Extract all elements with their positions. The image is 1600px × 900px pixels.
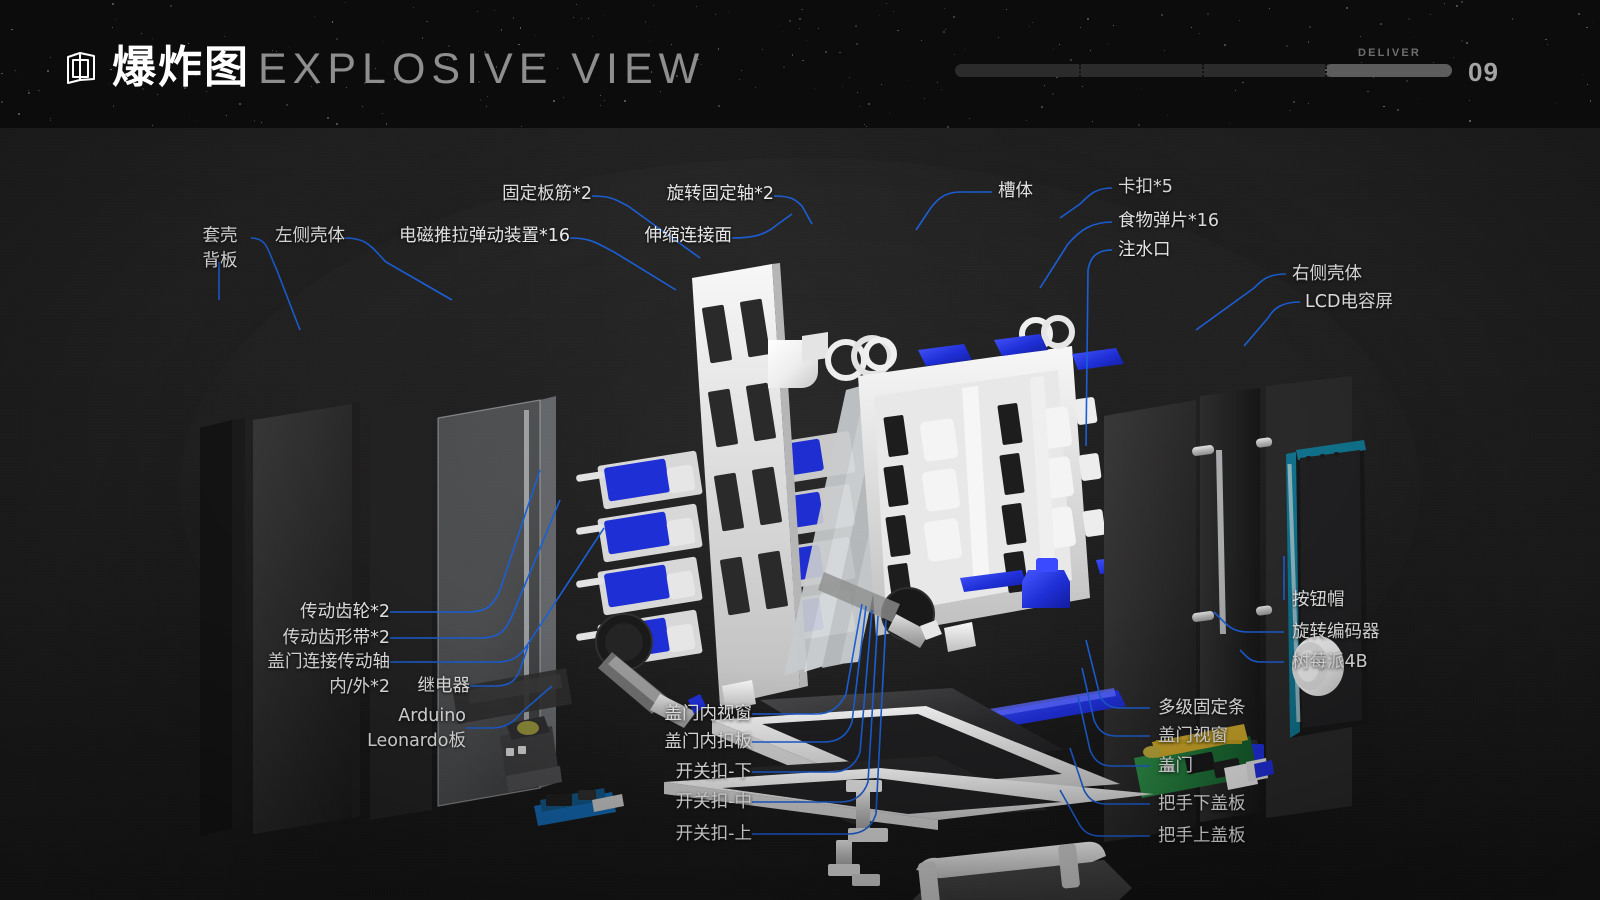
callout-handle-upper-cover: 把手上盖板 bbox=[1158, 826, 1246, 846]
callout-drive-gear: 传动齿轮*2 bbox=[300, 602, 390, 622]
progress-bar[interactable] bbox=[955, 64, 1452, 77]
callout-rotary-encoder: 旋转编码器 bbox=[1292, 622, 1380, 642]
part-outer-shell-panel bbox=[253, 403, 360, 834]
progress-stage-label: DELIVER bbox=[1358, 47, 1422, 59]
callout-multi-stage-strip: 多级固定条 bbox=[1158, 698, 1246, 718]
page-title-cn: 爆炸图 bbox=[112, 42, 250, 93]
page-title-en: EXPLOSIVE VIEW bbox=[258, 45, 706, 93]
callout-trough-body: 槽体 bbox=[998, 181, 1033, 201]
callout-solenoid-array: 电磁推拉弹动装置*16 bbox=[398, 226, 570, 246]
part-raspberry-pi bbox=[1134, 724, 1274, 798]
callout-button-cap: 按钮帽 bbox=[1292, 590, 1345, 610]
part-switch-buckle-upper bbox=[828, 840, 860, 876]
part-switch-buckle-middle bbox=[852, 874, 880, 886]
callout-right-shell: 右侧壳体 bbox=[1292, 264, 1362, 284]
part-back-plate bbox=[200, 418, 245, 836]
callout-timing-belt: 传动齿形带*2 bbox=[282, 628, 390, 648]
part-rotary-fixing-shaft bbox=[768, 332, 893, 388]
callout-relay: 继电器 bbox=[417, 676, 471, 696]
callout-line: 套壳 bbox=[202, 226, 238, 246]
callout-food-spring-plate: 食物弹片*16 bbox=[1118, 211, 1220, 231]
callout-door-window: 盖门视窗 bbox=[1158, 726, 1228, 746]
callout-handle-lower-cover: 把手下盖板 bbox=[1158, 794, 1246, 814]
progress-active-segment bbox=[1325, 64, 1452, 77]
callout-switch-buckle-upper: 开关扣-上 bbox=[675, 824, 752, 844]
callout-rotary-fixing-shaft: 旋转固定轴*2 bbox=[666, 184, 774, 204]
cube-outline-icon bbox=[67, 52, 95, 84]
callout-water-inlet: 注水口 bbox=[1118, 240, 1171, 260]
page-number: 09 bbox=[1468, 57, 1499, 87]
slide-header: 爆炸图 EXPLOSIVE VIEW DELIVER 09 bbox=[0, 0, 1600, 128]
callout-lcd-screen: LCD电容屏 bbox=[1305, 292, 1393, 312]
part-trough-body bbox=[858, 315, 1106, 636]
callout-arduino-board: Arduino Leonardo板 bbox=[336, 704, 466, 754]
callout-snap-buckle: 卡扣*5 bbox=[1118, 177, 1173, 197]
part-arduino-board bbox=[534, 788, 624, 826]
part-misc-brackets bbox=[722, 622, 976, 710]
part-door-drive-shaft bbox=[650, 614, 942, 728]
callout-door-inner-window: 盖门内视窗 bbox=[664, 704, 753, 724]
part-button-cap bbox=[1292, 636, 1344, 696]
callout-line: 内/外*2 bbox=[329, 677, 390, 697]
callout-door-drive-shaft: 盖门连接传动轴 内/外*2 bbox=[226, 650, 391, 700]
callout-switch-buckle-lower: 开关扣-下 bbox=[675, 762, 752, 782]
callout-fixing-plate-rib: 固定板筋*2 bbox=[502, 184, 592, 204]
part-handle-upper-cover bbox=[912, 841, 1132, 900]
callout-switch-buckle-middle: 开关扣-中 bbox=[675, 792, 752, 812]
callout-door-inner-buckle-plate: 盖门内扣板 bbox=[664, 732, 753, 752]
progress-divider bbox=[1202, 64, 1204, 77]
callout-line: Arduino bbox=[398, 706, 466, 726]
progress-divider bbox=[1325, 64, 1327, 77]
part-water-inlet bbox=[1022, 558, 1070, 608]
part-timing-belt bbox=[598, 572, 900, 714]
progress-divider bbox=[1079, 64, 1081, 77]
callout-door: 盖门 bbox=[1158, 756, 1193, 776]
callout-line: 盖门连接传动轴 bbox=[267, 652, 391, 672]
callout-line: Leonardo板 bbox=[367, 731, 466, 751]
callout-left-shell: 左侧壳体 bbox=[275, 226, 345, 246]
callout-telescopic-face: 伸缩连接面 bbox=[644, 226, 733, 246]
callout-raspberry-pi: 树莓派4B bbox=[1292, 652, 1368, 672]
callout-taoke-beiban: 套壳 背板 bbox=[194, 224, 246, 274]
callout-line: 背板 bbox=[202, 251, 238, 271]
